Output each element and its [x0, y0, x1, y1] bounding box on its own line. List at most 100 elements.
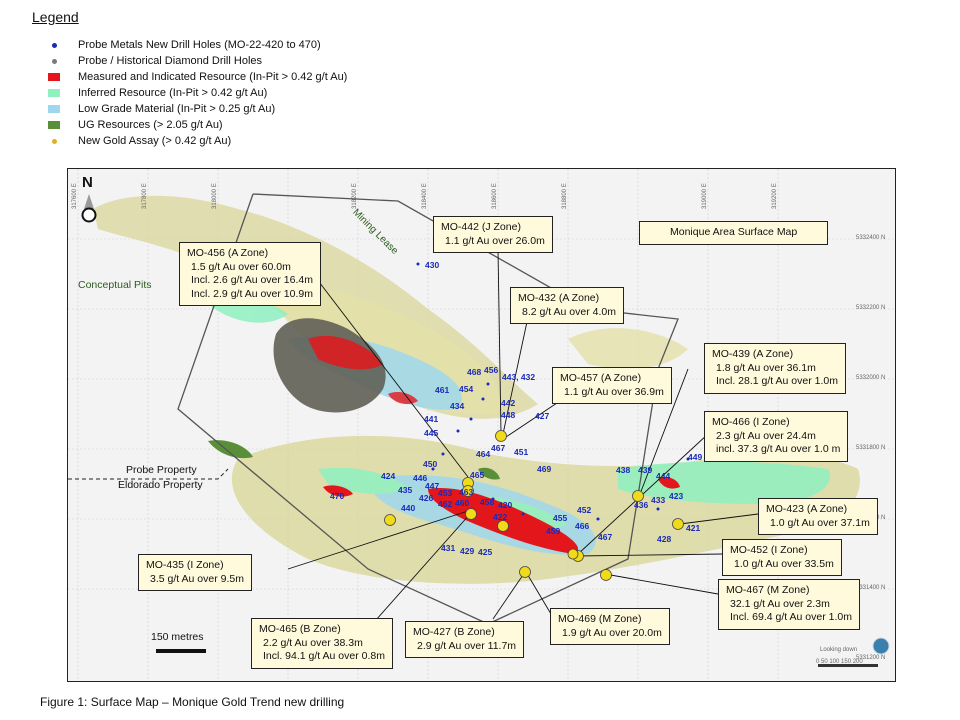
legend-item: UG Resources (> 2.05 g/t Au)	[48, 117, 347, 133]
callout-title: MO-435 (I Zone)	[146, 559, 224, 571]
scale-label: 150 metres	[151, 631, 204, 643]
callout-mo-452: MO-452 (I Zone)1.0 g/t Au over 33.5m	[722, 539, 842, 576]
hole-label: 434	[450, 401, 465, 411]
callout-line: Incl. 94.1 g/t Au over 0.8m	[263, 650, 385, 662]
hole-label: 448	[501, 410, 516, 420]
hole-label: 468	[467, 367, 482, 377]
hole-label: 466	[575, 521, 590, 531]
eldorado-property-label: Eldorado Property	[118, 479, 203, 491]
coord-e-9: 319200 E	[772, 183, 778, 209]
hole-label: 424	[381, 471, 396, 481]
hole-label: 435	[398, 485, 413, 495]
hole-label: 462	[438, 499, 453, 509]
coord-e-1: 317600 E	[72, 183, 78, 209]
hole-label: 427	[535, 411, 550, 421]
callout-title: MO-439 (A Zone)	[712, 348, 794, 360]
callout-line: incl. 37.3 g/t Au over 1.0 m	[716, 443, 841, 455]
hole-label: 441	[424, 414, 439, 424]
legend-item: Inferred Resource (In-Pit > 0.42 g/t Au)	[48, 85, 347, 101]
coord-n-4: 5331800 N	[856, 445, 886, 451]
hole-label: 459	[546, 526, 561, 536]
inset-scale-label: 0 50 100 150 200	[816, 659, 863, 665]
callout-line: Incl. 2.9 g/t Au over 10.9m	[191, 287, 313, 300]
hole-label: 422	[493, 512, 508, 522]
hole-label: 455	[553, 513, 568, 523]
callout-title: MO-466 (I Zone)	[712, 416, 790, 428]
coord-n-3: 5332000 N	[856, 375, 886, 381]
callout-line: 1.0 g/t Au over 33.5m	[734, 557, 834, 570]
legend-list: Probe Metals New Drill Holes (MO-22-420 …	[48, 37, 347, 149]
hole-label: 445	[424, 428, 439, 438]
legend-label: Probe / Historical Diamond Drill Holes	[78, 55, 263, 67]
north-label: N	[82, 174, 93, 191]
hole-label: 438	[616, 465, 631, 475]
legend-label: UG Resources (> 2.05 g/t Au)	[78, 119, 223, 131]
callout-title: MO-456 (A Zone)	[187, 247, 269, 259]
north-arrow-icon	[84, 194, 94, 209]
hole-label: 425	[478, 547, 493, 557]
callout-title: MO-427 (B Zone)	[413, 626, 495, 638]
legend-swatch-icon	[48, 121, 60, 129]
callout-line: 1.9 g/t Au over 20.0m	[562, 626, 662, 639]
callout-leaders	[287, 248, 759, 630]
legend-dot-icon	[52, 138, 57, 144]
callout-line: 2.3 g/t Au over 24.4m	[716, 429, 816, 442]
callout-mo-432: MO-432 (A Zone)8.2 g/t Au over 4.0m	[510, 287, 624, 324]
callout-title: MO-423 (A Zone)	[766, 503, 848, 515]
legend-item: Probe Metals New Drill Holes (MO-22-420 …	[48, 37, 347, 53]
legend-item: Probe / Historical Diamond Drill Holes	[48, 53, 347, 69]
coord-n-6: 5331400 N	[856, 585, 886, 591]
legend-label: Probe Metals New Drill Holes (MO-22-420 …	[78, 39, 321, 51]
legend-label: Inferred Resource (In-Pit > 0.42 g/t Au)	[78, 87, 268, 99]
callout-line: 1.1 g/t Au over 36.9m	[564, 385, 664, 398]
surface-map: 5332400 N 5332200 N 5332000 N 5331800 N …	[67, 168, 896, 682]
hole-label: 450	[423, 459, 438, 469]
gold-assay-markers	[384, 430, 684, 581]
property-boundary	[68, 468, 229, 480]
hole-label: 460	[455, 498, 470, 508]
coord-e-6: 318600 E	[492, 183, 498, 209]
callout-line: 1.8 g/t Au over 36.1m	[716, 361, 816, 374]
coord-n-1: 5332400 N	[856, 235, 886, 241]
callout-line: 32.1 g/t Au over 2.3m	[730, 597, 830, 610]
conceptual-pits-label: Conceptual Pits	[78, 279, 152, 291]
hole-label: 443, 432	[502, 372, 536, 382]
hole-label: 446	[413, 473, 428, 483]
hole-label: 430	[425, 260, 440, 270]
legend-label: New Gold Assay (> 0.42 g/t Au)	[78, 135, 232, 147]
drill-hole-dots	[416, 262, 690, 521]
callout-line: Incl. 69.4 g/t Au over 1.0m	[730, 611, 852, 623]
callout-mo-427: MO-427 (B Zone)2.9 g/t Au over 11.7m	[405, 621, 525, 658]
callout-mo-469: MO-469 (M Zone)1.9 g/t Au over 20.0m	[550, 608, 670, 645]
callout-line: 1.5 g/t Au over 60.0m	[191, 260, 291, 273]
hole-label: 469	[537, 464, 552, 474]
hole-label: 431	[441, 543, 456, 553]
callout-title: MO-469 (M Zone)	[558, 613, 642, 625]
hole-label: 420	[498, 500, 513, 510]
hole-label: 451	[514, 447, 529, 457]
callout-mo-442: MO-442 (J Zone)1.1 g/t Au over 26.0m	[433, 216, 553, 253]
hole-label: 440	[401, 503, 416, 513]
inset-label: Looking down	[820, 647, 858, 653]
hole-label: 454	[459, 384, 474, 394]
callout-title: MO-452 (I Zone)	[730, 544, 808, 556]
legend-dot-icon	[52, 58, 57, 64]
callout-title: MO-467 (M Zone)	[726, 584, 810, 596]
hole-label: 465	[470, 470, 485, 480]
hole-label: 433	[651, 495, 666, 505]
coord-n-2: 5332200 N	[856, 305, 886, 311]
hole-label: 467	[598, 532, 613, 542]
coord-e-5: 318400 E	[422, 183, 428, 209]
callout-line: 2.9 g/t Au over 11.7m	[417, 639, 517, 652]
hole-label: 452	[577, 505, 592, 515]
figure-caption: Figure 1: Surface Map – Monique Gold Tre…	[40, 695, 345, 709]
hole-label: 464	[476, 449, 491, 459]
callout-mo-423: MO-423 (A Zone)1.0 g/t Au over 37.1m	[758, 498, 878, 535]
hole-label: 470	[330, 491, 345, 501]
hole-label: 449	[688, 452, 703, 462]
hole-label: 439	[638, 465, 653, 475]
legend-item: Measured and Indicated Resource (In-Pit …	[48, 69, 347, 85]
inset-scale-bar	[818, 664, 878, 667]
hole-label: 442	[501, 398, 516, 408]
